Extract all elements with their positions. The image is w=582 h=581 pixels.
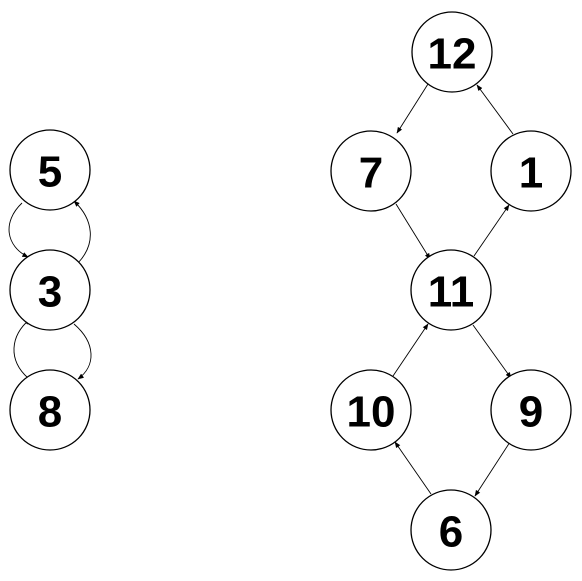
edge-11-to-9 (472, 324, 512, 379)
edge-1-to-12 (476, 84, 514, 135)
node-7: 7 (330, 130, 412, 212)
edge-12-to-7 (396, 83, 429, 134)
node-label: 12 (428, 30, 477, 79)
edge-8-to-3 (13, 318, 31, 379)
node-label: 10 (347, 388, 396, 437)
node-10: 10 (330, 369, 412, 451)
edge-9-to-6 (474, 441, 511, 497)
node-6: 6 (410, 489, 492, 571)
node-11: 11 (410, 249, 492, 331)
edge-3-to-5 (73, 200, 91, 264)
node-label: 8 (38, 388, 62, 437)
nodes: 5 3 8 12 7 1 11 10 (9, 11, 572, 571)
node-label: 7 (359, 149, 383, 198)
edge-3-to-8 (73, 323, 92, 380)
edge-11-to-1 (473, 204, 510, 257)
node-12: 12 (411, 11, 493, 93)
edge-5-to-3 (8, 202, 29, 258)
node-9: 9 (490, 369, 572, 451)
node-label: 11 (428, 268, 475, 317)
edges (8, 83, 514, 497)
node-3: 3 (9, 249, 91, 331)
node-label: 9 (519, 388, 543, 437)
edge-6-to-10 (394, 441, 432, 495)
node-8: 8 (9, 369, 91, 451)
edge-7-to-11 (395, 203, 431, 260)
node-label: 5 (38, 148, 62, 197)
node-label: 1 (519, 149, 543, 198)
node-5: 5 (9, 129, 91, 211)
edge-10-to-11 (392, 323, 429, 377)
node-label: 3 (38, 268, 62, 317)
node-label: 6 (439, 508, 463, 557)
node-1: 1 (490, 130, 572, 212)
